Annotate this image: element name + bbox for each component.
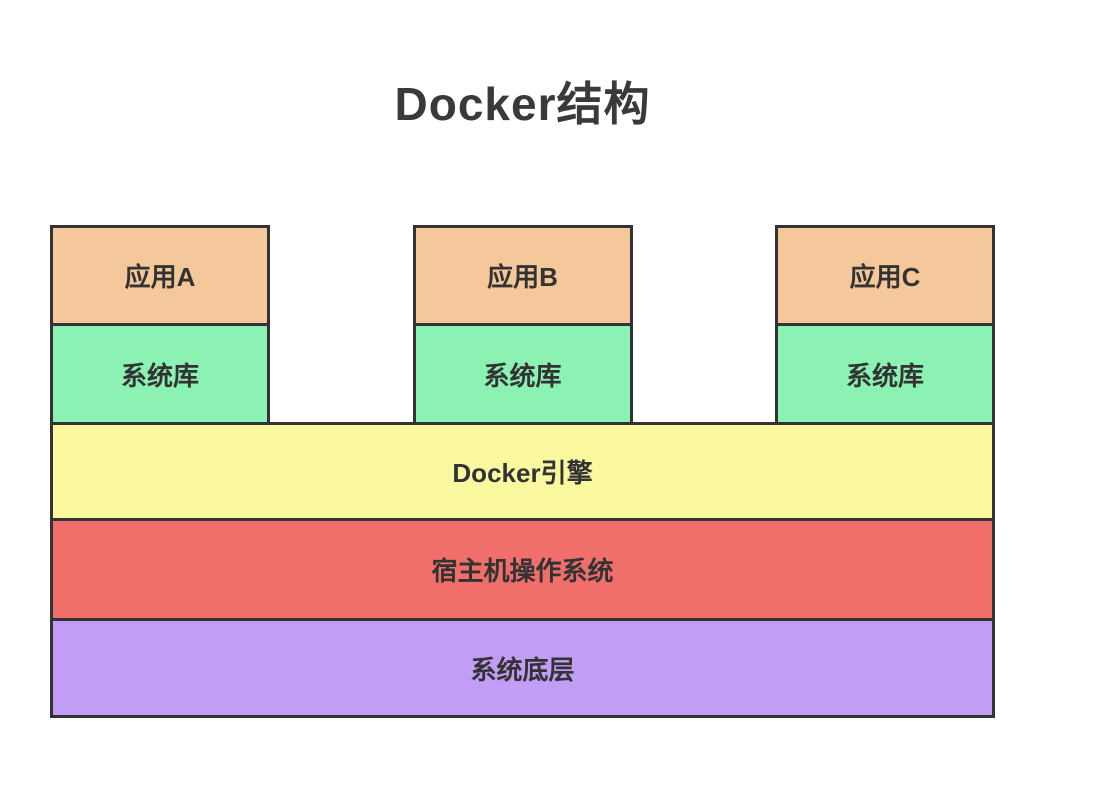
diagram-stack: 应用A 系统库 应用B 系统库 应用C 系统库 Docker引擎 宿主机操作系统… [50, 225, 995, 718]
box-app-a: 应用A [50, 225, 270, 326]
container-column-a: 应用A 系统库 [50, 225, 270, 425]
box-syslib-c: 系统库 [775, 323, 995, 425]
box-syslib-a: 系统库 [50, 323, 270, 425]
container-column-c: 应用C 系统库 [775, 225, 995, 425]
container-column-b: 应用B 系统库 [412, 225, 633, 425]
box-app-c: 应用C [775, 225, 995, 326]
diagram-title: Docker结构 [394, 78, 651, 130]
box-syslib-b: 系统库 [412, 323, 633, 425]
layer-docker-engine: Docker引擎 [50, 422, 995, 521]
layer-host-os: 宿主机操作系统 [50, 518, 995, 621]
app-columns-row: 应用A 系统库 应用B 系统库 应用C 系统库 [50, 225, 995, 425]
layer-system-base: 系统底层 [50, 618, 995, 718]
box-app-b: 应用B [412, 225, 633, 326]
